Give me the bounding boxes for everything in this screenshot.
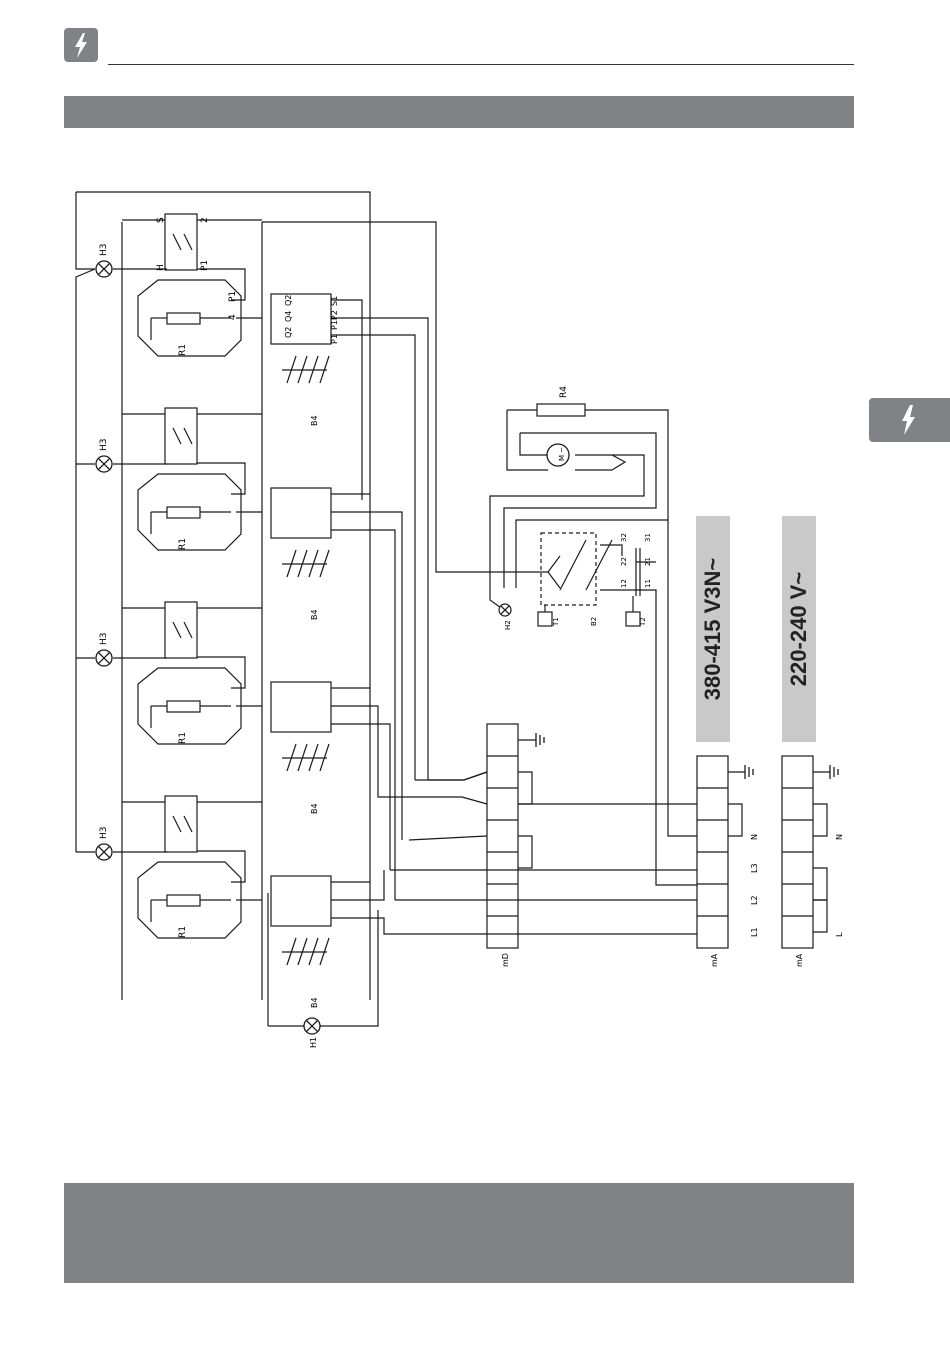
contact-32-label: 32: [620, 533, 628, 542]
switch-p1-label: P1: [330, 334, 339, 344]
contact-31-label: 31: [644, 533, 652, 542]
switch-b4-label-2: B4: [310, 609, 319, 620]
phase-l-label-1ph: L: [835, 932, 844, 937]
switch-q4-label: Q4: [284, 311, 293, 322]
heater-unit-3: H3 R1 B4: [96, 602, 462, 870]
regulator-2-label: 2: [200, 217, 210, 223]
lamp-h1-label: H1: [309, 1037, 318, 1048]
switch-q2b-label: Q2: [284, 327, 293, 338]
phase-n-label: N: [750, 834, 759, 840]
switch-b4-label-1: B4: [310, 415, 319, 426]
switch-b4-label-4: B4: [310, 997, 319, 1008]
contact-21-label: 21: [644, 557, 652, 566]
terminal-block-ma-3-phase: [697, 756, 745, 948]
heater-r1-label-2: R1: [178, 538, 188, 550]
phase-l3-label: L3: [750, 863, 759, 873]
switch-q2-label: Q2: [284, 295, 293, 306]
lamp-h3-label-2: H3: [99, 439, 109, 452]
phase-n-label-1ph: N: [835, 834, 844, 840]
contact-12-label: 12: [620, 579, 628, 588]
heater-unit-4: H3 R1 B4: [96, 796, 487, 1008]
fan-control-circuit: [490, 404, 697, 885]
heater-r1-label-4: R1: [178, 926, 188, 938]
switch-p1p2-label: P1P2: [330, 310, 339, 330]
element-p1-label: P1: [228, 291, 238, 302]
heater-unit-2: H3 R1 B4: [96, 408, 402, 900]
thermostat-t2-label: T2: [639, 617, 647, 627]
heater-r1-label-3: R1: [178, 732, 188, 744]
motor-label: M ~: [558, 447, 566, 461]
terminal-ma-label-3-phase: mA: [710, 953, 719, 967]
regulator-h-label: H: [156, 264, 166, 271]
lamp-h3-label-1: H3: [99, 244, 109, 257]
lamp-h2-label: H2: [504, 620, 512, 630]
terminal-ma-label-1-phase: mA: [795, 953, 804, 967]
regulator-p1-label: P1: [200, 260, 210, 271]
terminal-block-md: [390, 724, 697, 948]
lamp-h3-label-4: H3: [99, 827, 109, 840]
switch-b4-label-3: B4: [310, 803, 319, 814]
contact-11-label: 11: [644, 579, 652, 588]
terminal-block-ma-1-phase: [782, 756, 830, 948]
heater-r1-label-1: R1: [178, 344, 188, 356]
terminal-md-label: mD: [501, 953, 510, 967]
phase-l2-label: L2: [750, 895, 759, 905]
contact-22-label: 22: [620, 557, 628, 566]
element-4-label: 4: [228, 314, 238, 320]
regulator-s-label: S: [156, 217, 166, 223]
switch-b2-label: B2: [590, 617, 598, 626]
switch-s1-label: S1: [330, 296, 339, 306]
phase-l1-label: L1: [750, 927, 759, 937]
lamp-h3-label-3: H3: [99, 633, 109, 646]
thermostat-t1-label: T1: [552, 617, 560, 627]
resistor-r4-label: R4: [559, 386, 569, 398]
